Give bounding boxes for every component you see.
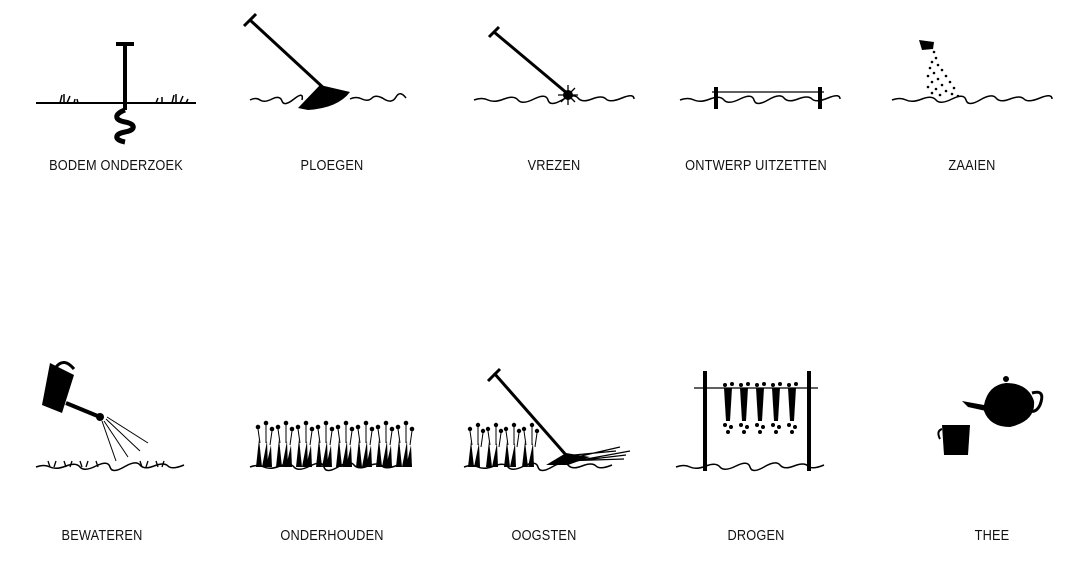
soil-auger-icon <box>36 42 196 145</box>
field-layout-icon <box>679 87 841 109</box>
step-label: BODEM ONDERZOEK <box>49 158 183 174</box>
step-label: ONTWERP UITZETTEN <box>685 158 827 174</box>
step-label: OOGSTEN <box>511 528 577 544</box>
plough-icon <box>242 12 407 110</box>
step-label: ONDERHOUDEN <box>280 528 384 544</box>
step-vrezen: VREZEN <box>444 25 664 220</box>
step-onderhouden: ONDERHOUDEN <box>222 355 442 545</box>
step-ontwerp-uitzetten: ONTWERP UITZETTEN <box>646 30 866 220</box>
teapot-cup-icon <box>937 376 1044 455</box>
step-label: ZAAIEN <box>948 158 996 174</box>
step-label: VREZEN <box>527 158 581 174</box>
step-oogsten: OOGSTEN <box>434 355 654 545</box>
tiller-icon <box>473 25 635 105</box>
watering-can-icon <box>35 361 185 472</box>
step-label: THEE <box>974 528 1010 544</box>
step-ploegen: PLOEGEN <box>222 12 442 220</box>
step-label: DROGEN <box>727 528 785 544</box>
step-label: PLOEGEN <box>300 158 364 174</box>
step-drogen: DROGEN <box>646 355 866 545</box>
harvest-scythe-icon <box>463 367 631 472</box>
step-thee: THEE <box>882 355 1072 545</box>
step-bodem-onderzoek: BODEM ONDERZOEK <box>6 30 226 220</box>
drying-rack-icon <box>675 371 825 472</box>
step-zaaien: ZAAIEN <box>862 30 1072 220</box>
step-bewateren: BEWATEREN <box>0 355 212 545</box>
sowing-icon <box>891 40 1053 105</box>
crop-rows-icon <box>249 420 415 472</box>
step-label: BEWATEREN <box>61 528 143 544</box>
